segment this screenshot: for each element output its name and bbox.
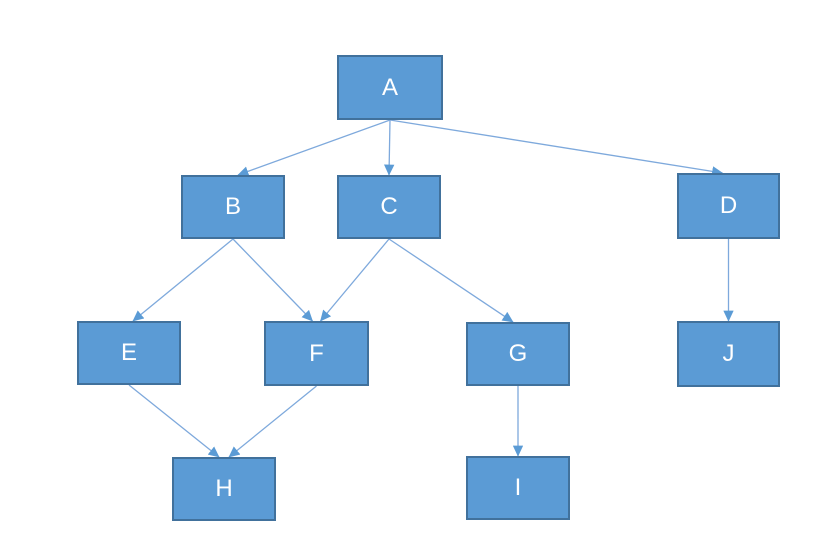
node-D[interactable]: D [677, 173, 780, 239]
node-C[interactable]: C [337, 175, 441, 239]
edge-B-F [232, 238, 313, 322]
node-F[interactable]: F [264, 321, 369, 386]
node-I[interactable]: I [466, 456, 570, 520]
edge-B-E [132, 238, 234, 322]
node-B[interactable]: B [181, 175, 285, 239]
node-A[interactable]: A [337, 55, 443, 120]
node-E[interactable]: E [77, 321, 181, 385]
edge-A-D [389, 119, 724, 177]
edge-A-C [383, 119, 395, 176]
edge-C-F [320, 238, 390, 322]
node-J[interactable]: J [677, 321, 780, 387]
node-H[interactable]: H [172, 457, 276, 521]
edge-F-H [228, 385, 317, 458]
node-G[interactable]: G [466, 322, 570, 386]
edge-C-G [388, 238, 514, 323]
edge-E-H [128, 384, 220, 458]
edge-A-B [237, 119, 391, 177]
edge-group [128, 119, 734, 458]
